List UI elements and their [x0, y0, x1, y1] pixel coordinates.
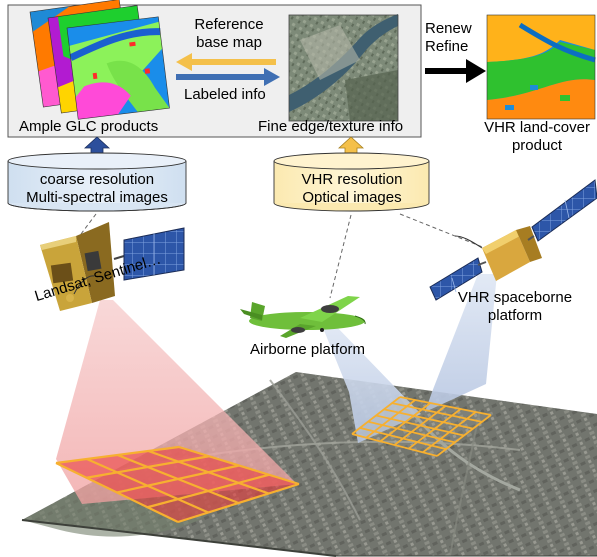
vhr-grid-col-line	[365, 399, 416, 439]
texture-info-caption: Fine edge/texture info	[258, 118, 404, 135]
renew-refine-arrow	[425, 59, 486, 83]
coarse-source-line-2: Multi-spectral images	[26, 189, 168, 206]
vhr-footprint-grid	[351, 396, 492, 457]
spaceborne-line-1: VHR spaceborne	[457, 289, 573, 306]
coarse-grid-col-line	[178, 445, 300, 486]
vhr-grid-col-line	[351, 396, 401, 435]
reference-base-map-label: Reference base map	[185, 16, 273, 52]
vhr-source-line-1: VHR resolution	[301, 171, 403, 188]
coarse-grid-col-line	[147, 449, 270, 495]
airborne-platform-label: Airborne platform	[250, 341, 366, 358]
output-caption-line-2: product	[511, 137, 563, 154]
renew-label: Renew	[425, 20, 472, 37]
coarse-source-line-1: coarse resolution	[39, 171, 155, 188]
airplane-icon	[240, 296, 366, 338]
refine-label: Refine	[425, 38, 469, 55]
vhr-grid-col-line	[379, 402, 431, 443]
output-caption-line-1: VHR land-cover	[484, 119, 590, 136]
reference-label-line-1: Reference	[194, 16, 264, 33]
renew-refine-label: Renew Refine	[425, 20, 472, 56]
vhr-source-label: VHR resolution Optical images	[277, 171, 427, 207]
landsat-satellite-icon	[40, 222, 185, 311]
land-cover-product-icon	[486, 14, 596, 120]
coarse-grid-col-line	[55, 462, 179, 523]
vhr-resolution-cylinder	[273, 152, 430, 212]
coarse-grid-col-line	[86, 457, 209, 514]
vhr-grid-col-line	[408, 408, 462, 450]
reference-arrow	[176, 53, 276, 71]
landsat-beam	[56, 300, 297, 504]
spaceborne-beam	[425, 274, 497, 412]
land-cover-map-stack-icon	[29, 0, 170, 120]
coarse-grid-col-line	[117, 453, 239, 505]
coarse-source-label: coarse resolution Multi-spectral images	[12, 171, 182, 207]
labeled-info-arrow	[176, 68, 280, 86]
satellite-image-icon	[288, 14, 399, 122]
vhr-grid-col-line	[422, 411, 477, 454]
spaceborne-satellite-icon	[429, 179, 597, 301]
vhr-grid-col-line	[436, 414, 492, 457]
spaceborne-platform-label: VHR spaceborne platform	[455, 289, 575, 325]
coarse-footprint-grid	[55, 445, 300, 524]
spaceborne-line-2: platform	[487, 307, 543, 324]
airborne-beam	[321, 323, 421, 443]
vhr-grid-col-line	[393, 405, 447, 446]
vhr-source-line-2: Optical images	[302, 189, 402, 206]
glc-products-caption: Ample GLC products	[19, 118, 159, 135]
reference-label-line-2: base map	[196, 34, 262, 51]
labeled-info-label: Labeled info	[184, 86, 266, 103]
output-product-caption: VHR land-cover product	[477, 119, 597, 155]
coarse-resolution-cylinder	[7, 152, 187, 212]
